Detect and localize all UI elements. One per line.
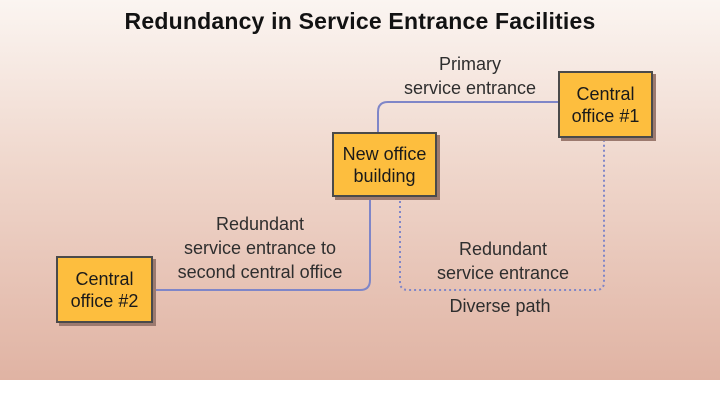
central-office-1-box: Central office #1 [558, 71, 653, 138]
redundant-service-entrance-label: Redundant service entrance [436, 239, 570, 283]
primary-service-entrance-line [377, 101, 558, 138]
diverse-path-label: Diverse path [449, 296, 551, 316]
diverse-path-line [399, 138, 605, 291]
diagram-title: Redundancy in Service Entrance Facilitie… [124, 8, 596, 34]
primary-service-entrance-label: Primary service entrance [403, 54, 537, 98]
new-office-building-box: New office building [332, 132, 437, 197]
redundant-second-office-label: Redundant service entrance to second cen… [177, 214, 343, 282]
central-office-2-box: Central office #2 [56, 256, 153, 323]
redundant-second-office-line [152, 196, 371, 291]
